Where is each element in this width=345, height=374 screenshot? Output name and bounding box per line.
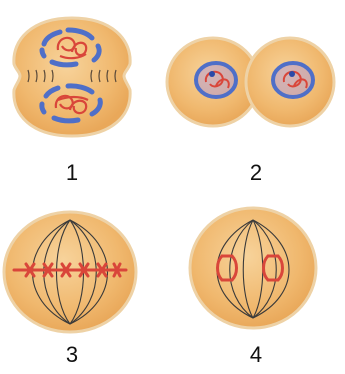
cell-3-metaphase (4, 212, 136, 332)
cell-1-telophase (14, 18, 130, 136)
cell-1-label: 1 (52, 160, 92, 186)
cell-2-right-daughter (246, 38, 334, 126)
cell-4-membrane (190, 208, 316, 328)
cell-2-left-nucleus (196, 63, 236, 97)
cell-2-label: 2 (236, 160, 276, 186)
cell-3-label: 3 (52, 342, 92, 368)
cell-2-daughter-cells (167, 38, 334, 126)
cell-4-label: 4 (236, 342, 276, 368)
cell-2-right-nucleolus (289, 71, 295, 77)
cell-4-anaphase (190, 208, 316, 328)
cell-2-left-nucleolus (209, 71, 215, 77)
cell-2-right-nucleus (273, 63, 313, 97)
cell-1-membrane (14, 18, 130, 136)
